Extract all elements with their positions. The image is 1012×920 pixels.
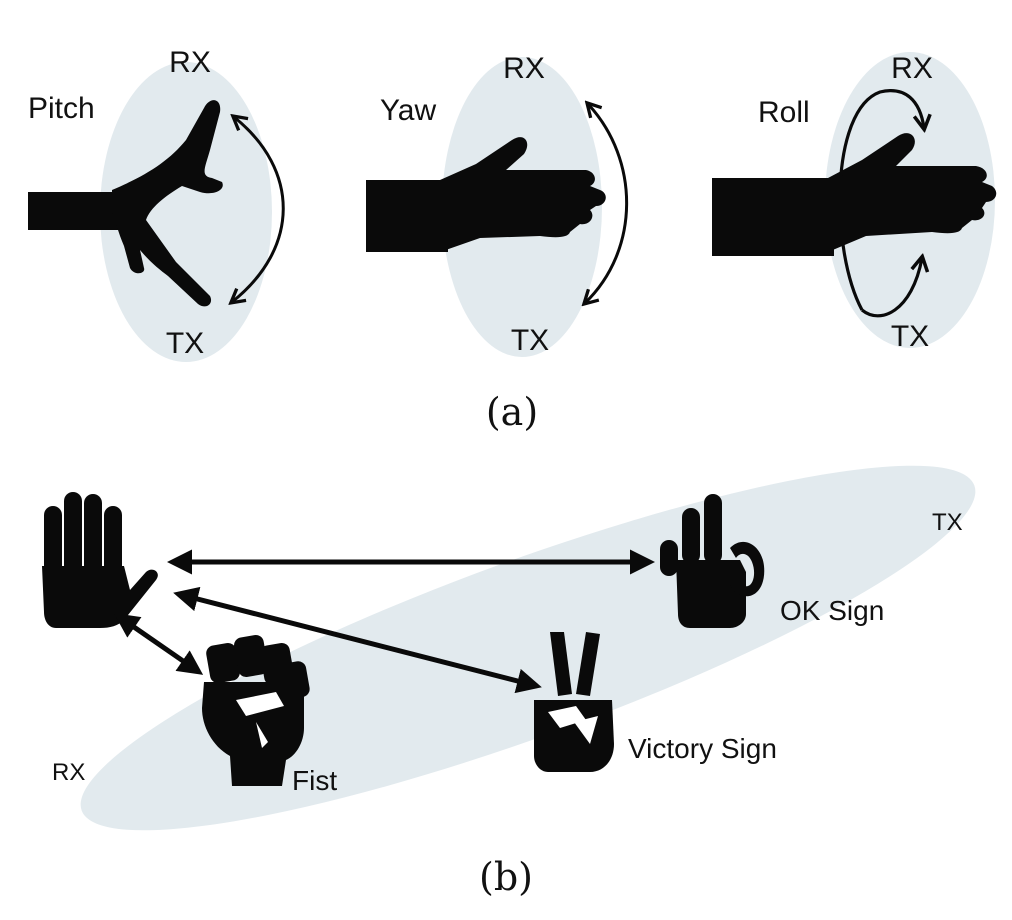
roll-label: Roll <box>758 96 810 129</box>
roll-diagram: Roll RX TX <box>712 52 997 353</box>
pitch-hand-icon <box>28 100 223 307</box>
tx-label: TX <box>932 509 963 536</box>
yaw-tx-label: TX <box>511 324 549 357</box>
pitch-rotation-arrow <box>232 117 285 302</box>
yaw-rx-label: RX <box>503 52 545 85</box>
yaw-rotation-arrow <box>585 104 629 303</box>
roll-hand-icon <box>712 133 997 256</box>
roll-tx-label: TX <box>891 320 929 353</box>
panel-a-caption: (a) <box>486 390 538 434</box>
roll-rotation-arrow-bottom <box>860 258 922 318</box>
victory-sign-icon <box>534 632 614 772</box>
pitch-rx-label: RX <box>169 46 211 79</box>
panel-b-caption: (b) <box>479 855 533 899</box>
roll-rx-label: RX <box>891 52 933 85</box>
rx-label: RX <box>52 759 85 786</box>
panel-b: TX RX OK Sign Victory Sign Fist (b) <box>42 465 976 899</box>
yaw-diagram: Yaw RX TX <box>366 52 629 357</box>
yaw-hand-icon <box>366 137 606 252</box>
pitch-diagram: Pitch RX TX <box>28 46 285 362</box>
victory-sign-label: Victory Sign <box>628 733 777 764</box>
pitch-label: Pitch <box>28 92 95 125</box>
palm-fist-arrow <box>113 613 204 675</box>
open-palm-icon <box>42 492 158 628</box>
panel-a: Pitch RX TX Yaw RX TX Roll <box>28 46 997 434</box>
tx-rx-ellipse <box>80 465 976 831</box>
pitch-tx-label: TX <box>166 327 204 360</box>
yaw-label: Yaw <box>380 94 436 127</box>
ok-sign-label: OK Sign <box>780 595 884 626</box>
ok-sign-icon <box>660 494 765 628</box>
palm-victory-arrow <box>173 586 542 694</box>
fist-label: Fist <box>292 765 337 796</box>
roll-rotation-arrow-top <box>838 89 924 311</box>
